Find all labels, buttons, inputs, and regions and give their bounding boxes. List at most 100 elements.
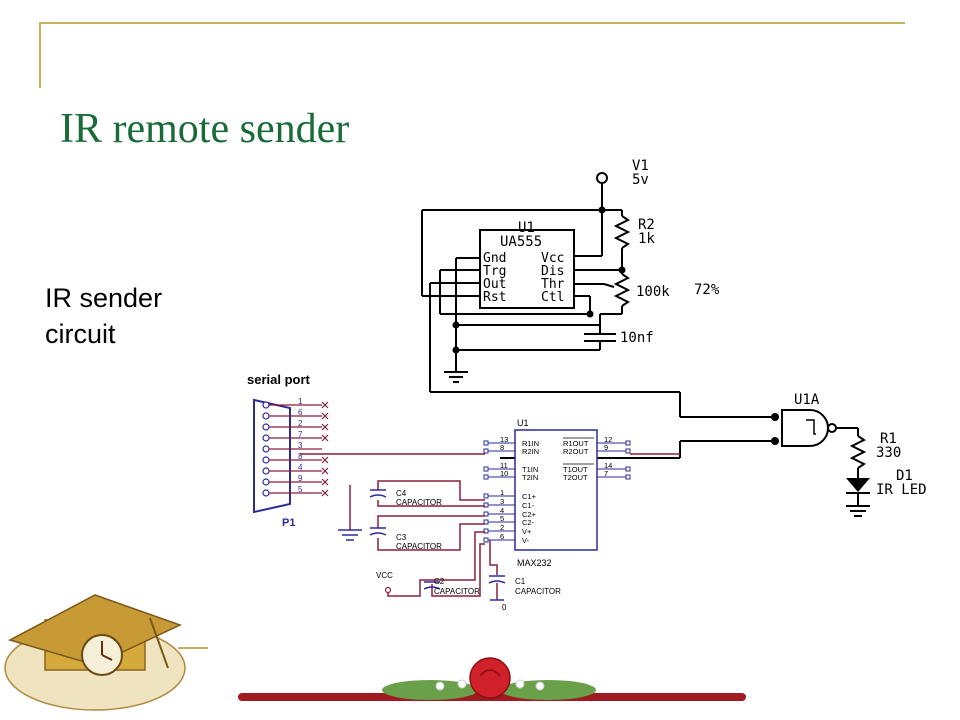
- d1-ref: D1: [896, 468, 913, 484]
- r2-value: 1k: [638, 231, 655, 247]
- leaves-left: [382, 680, 478, 700]
- slide-title: IR remote sender: [60, 106, 350, 152]
- mortarboard: [8, 594, 182, 666]
- floral-divider: [238, 657, 746, 701]
- gate-section: [500, 409, 870, 517]
- ir-led-diode: [846, 478, 870, 492]
- db9-connector-shell: [253, 398, 291, 514]
- max232-left-pin: 13 R1IN: [483, 435, 539, 448]
- max232-right-pin-num: 12: [604, 435, 612, 444]
- max232-left-pin-num: 6: [500, 532, 504, 541]
- db9-pin-number: 2: [298, 419, 303, 428]
- frame-line-bottom: [178, 647, 208, 649]
- r1-resistor: [849, 435, 867, 469]
- max232-right-pin: 12 R1OUT: [563, 435, 631, 448]
- u1-ref: U1: [518, 220, 535, 236]
- max232-right-pin-num: 7: [604, 469, 608, 478]
- max232-right-pin-num: 14: [604, 461, 612, 470]
- side-label-line2: circuit: [45, 319, 116, 349]
- c3-type: CAPACITOR: [396, 542, 442, 551]
- pin-vcc: Vcc: [541, 251, 564, 266]
- u1a-ref: U1A: [794, 392, 820, 408]
- db9-pin: 2: [262, 419, 329, 431]
- pin-gnd: Gnd: [483, 251, 506, 266]
- max232-left-pin-name: T1IN: [522, 465, 538, 474]
- max232-left-pin: 10 T2IN: [483, 469, 538, 482]
- db9-pin: 8: [262, 452, 329, 464]
- db9-pin: 1: [262, 397, 329, 409]
- vcc-terminal: [384, 586, 392, 594]
- leaves-right: [500, 680, 596, 700]
- max232-left-pin-name: C1-: [522, 501, 535, 510]
- max232-left-pin-num: 10: [500, 469, 508, 478]
- pin-rst: Rst: [483, 290, 506, 305]
- pot-resistor: [613, 273, 631, 307]
- frame-line-top: [40, 22, 905, 24]
- max232-left-pin-name: T2IN: [522, 473, 538, 482]
- gate-labels: U1A R1 330 D1 IR LED: [794, 392, 927, 498]
- max232-left-pin-name: V-: [522, 536, 530, 545]
- side-label: IR sender circuit: [45, 280, 205, 352]
- c4-ref: C4: [396, 489, 407, 498]
- timer-junctions: [452, 206, 626, 354]
- serial-ground: [338, 529, 362, 541]
- max232-right-pin-name: T2OUT: [563, 473, 588, 482]
- pin-ctl: Ctl: [541, 290, 564, 305]
- max232-chip: [514, 429, 598, 551]
- side-label-line1: IR sender: [45, 283, 163, 313]
- db9-pin: 7: [262, 430, 329, 442]
- max232-left-pin-num: 3: [500, 497, 504, 506]
- c2-ref: C2: [434, 577, 445, 586]
- max232-left-pin-num: 5: [500, 514, 504, 523]
- r2-resistor: [613, 215, 631, 249]
- max232-right-pin: 7 T2OUT: [563, 469, 631, 482]
- pin-thr: Thr: [541, 277, 565, 292]
- v1-terminal: [596, 172, 608, 184]
- nand-gate-body: [781, 409, 829, 447]
- max232-right-pin-name: R2OUT: [563, 447, 589, 456]
- db9-pin-number: 5: [298, 485, 303, 494]
- max232-ref: U1: [517, 418, 529, 428]
- vcc-label: VCC: [376, 571, 393, 580]
- timer-labels: V1 5v R2 1k 100k 72% 10nf: [620, 158, 720, 346]
- timer-section: [421, 172, 772, 418]
- frame-line-left: [39, 22, 41, 88]
- db9-pin-number: 1: [298, 397, 303, 406]
- ua555-name: UA555: [500, 234, 542, 250]
- v1-ref: V1: [632, 158, 649, 174]
- max232-left-pin-num: 4: [500, 506, 504, 515]
- graduation-clipart: [4, 594, 186, 711]
- schmitt-symbol: [806, 419, 816, 435]
- db9-pin-number: 6: [298, 408, 303, 417]
- c3-ref: C3: [396, 533, 407, 542]
- pin-trg: Trg: [483, 264, 506, 279]
- cap-value: 10nf: [620, 330, 654, 346]
- max232-right-pin-name: R1OUT: [563, 439, 589, 448]
- p1-ref: P1: [282, 517, 295, 529]
- c1-ref: C1: [515, 577, 526, 586]
- db9-pin-number: 7: [298, 430, 303, 439]
- c4-type: CAPACITOR: [396, 498, 442, 507]
- gate-input-dots: [771, 413, 779, 445]
- max232-left-pin-num: 13: [500, 435, 508, 444]
- ground-label: 0: [502, 603, 507, 612]
- max232-left-pin: 4 C2+: [483, 506, 537, 519]
- tassel: [149, 617, 169, 669]
- max232-left-pin: 6 V-: [483, 532, 530, 545]
- d1-value: IR LED: [876, 482, 927, 498]
- max232-wires: [300, 453, 680, 600]
- max232-left-pin-name: C2+: [522, 510, 537, 519]
- db9-pin-number: 3: [298, 441, 303, 450]
- max232-left-pin-name: R1IN: [522, 439, 539, 448]
- db9-pin-number: 8: [298, 452, 303, 461]
- max232-caps: [369, 489, 506, 601]
- db9-pin: 9: [262, 474, 329, 486]
- ua555-left-pins: Gnd Trg Out Rst: [483, 251, 506, 305]
- r1-ref: R1: [880, 431, 897, 447]
